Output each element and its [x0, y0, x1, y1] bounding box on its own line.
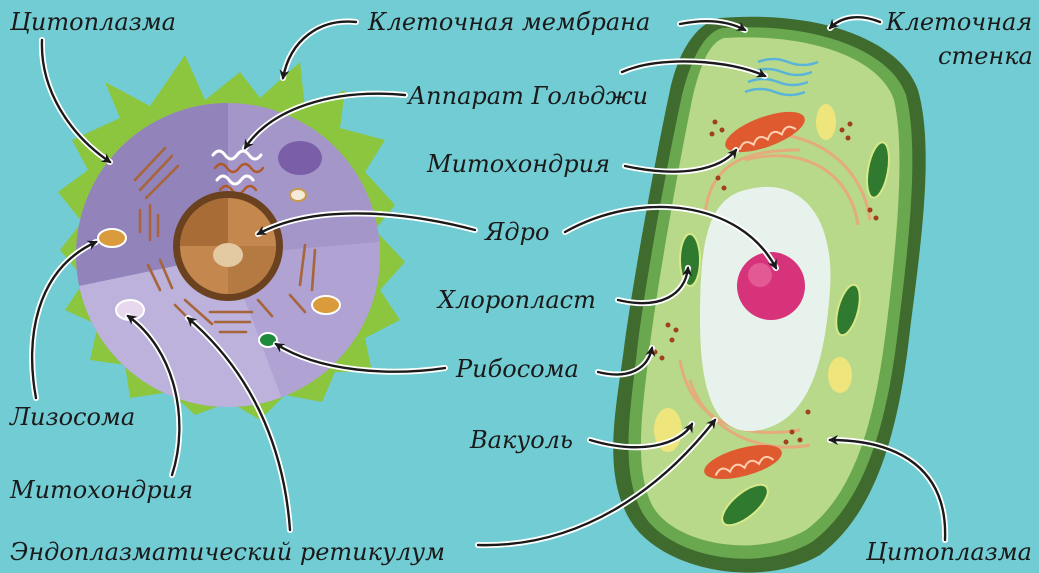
label-golgi: Аппарат Гольджи	[408, 84, 648, 108]
label-mitochondria-plant: Митохондрия	[427, 152, 610, 176]
animal-lysosome	[98, 229, 126, 247]
label-nucleus: Ядро	[485, 220, 549, 244]
label-cell-wall-line1: Клеточная	[886, 10, 1032, 34]
label-mitochondria-animal: Митохондрия	[10, 478, 193, 502]
label-chloroplast: Хлоропласт	[438, 288, 596, 312]
animal-vacuole	[278, 141, 322, 175]
label-vacuole: Вакуоль	[470, 428, 573, 452]
label-lysosome: Лизосома	[10, 405, 135, 429]
label-plant-cytoplasm: Цитоплазма	[866, 540, 1032, 564]
plant-cell	[613, 17, 925, 573]
label-ribosome: Рибосома	[456, 357, 579, 381]
label-animal-cytoplasm: Цитоплазма	[10, 10, 176, 34]
label-cell-wall-line2: стенка	[938, 44, 1033, 68]
label-er: Эндоплазматический ретикулум	[10, 540, 445, 564]
label-cell-membrane: Клеточная мембрана	[368, 10, 650, 34]
animal-nucleus	[173, 191, 283, 301]
